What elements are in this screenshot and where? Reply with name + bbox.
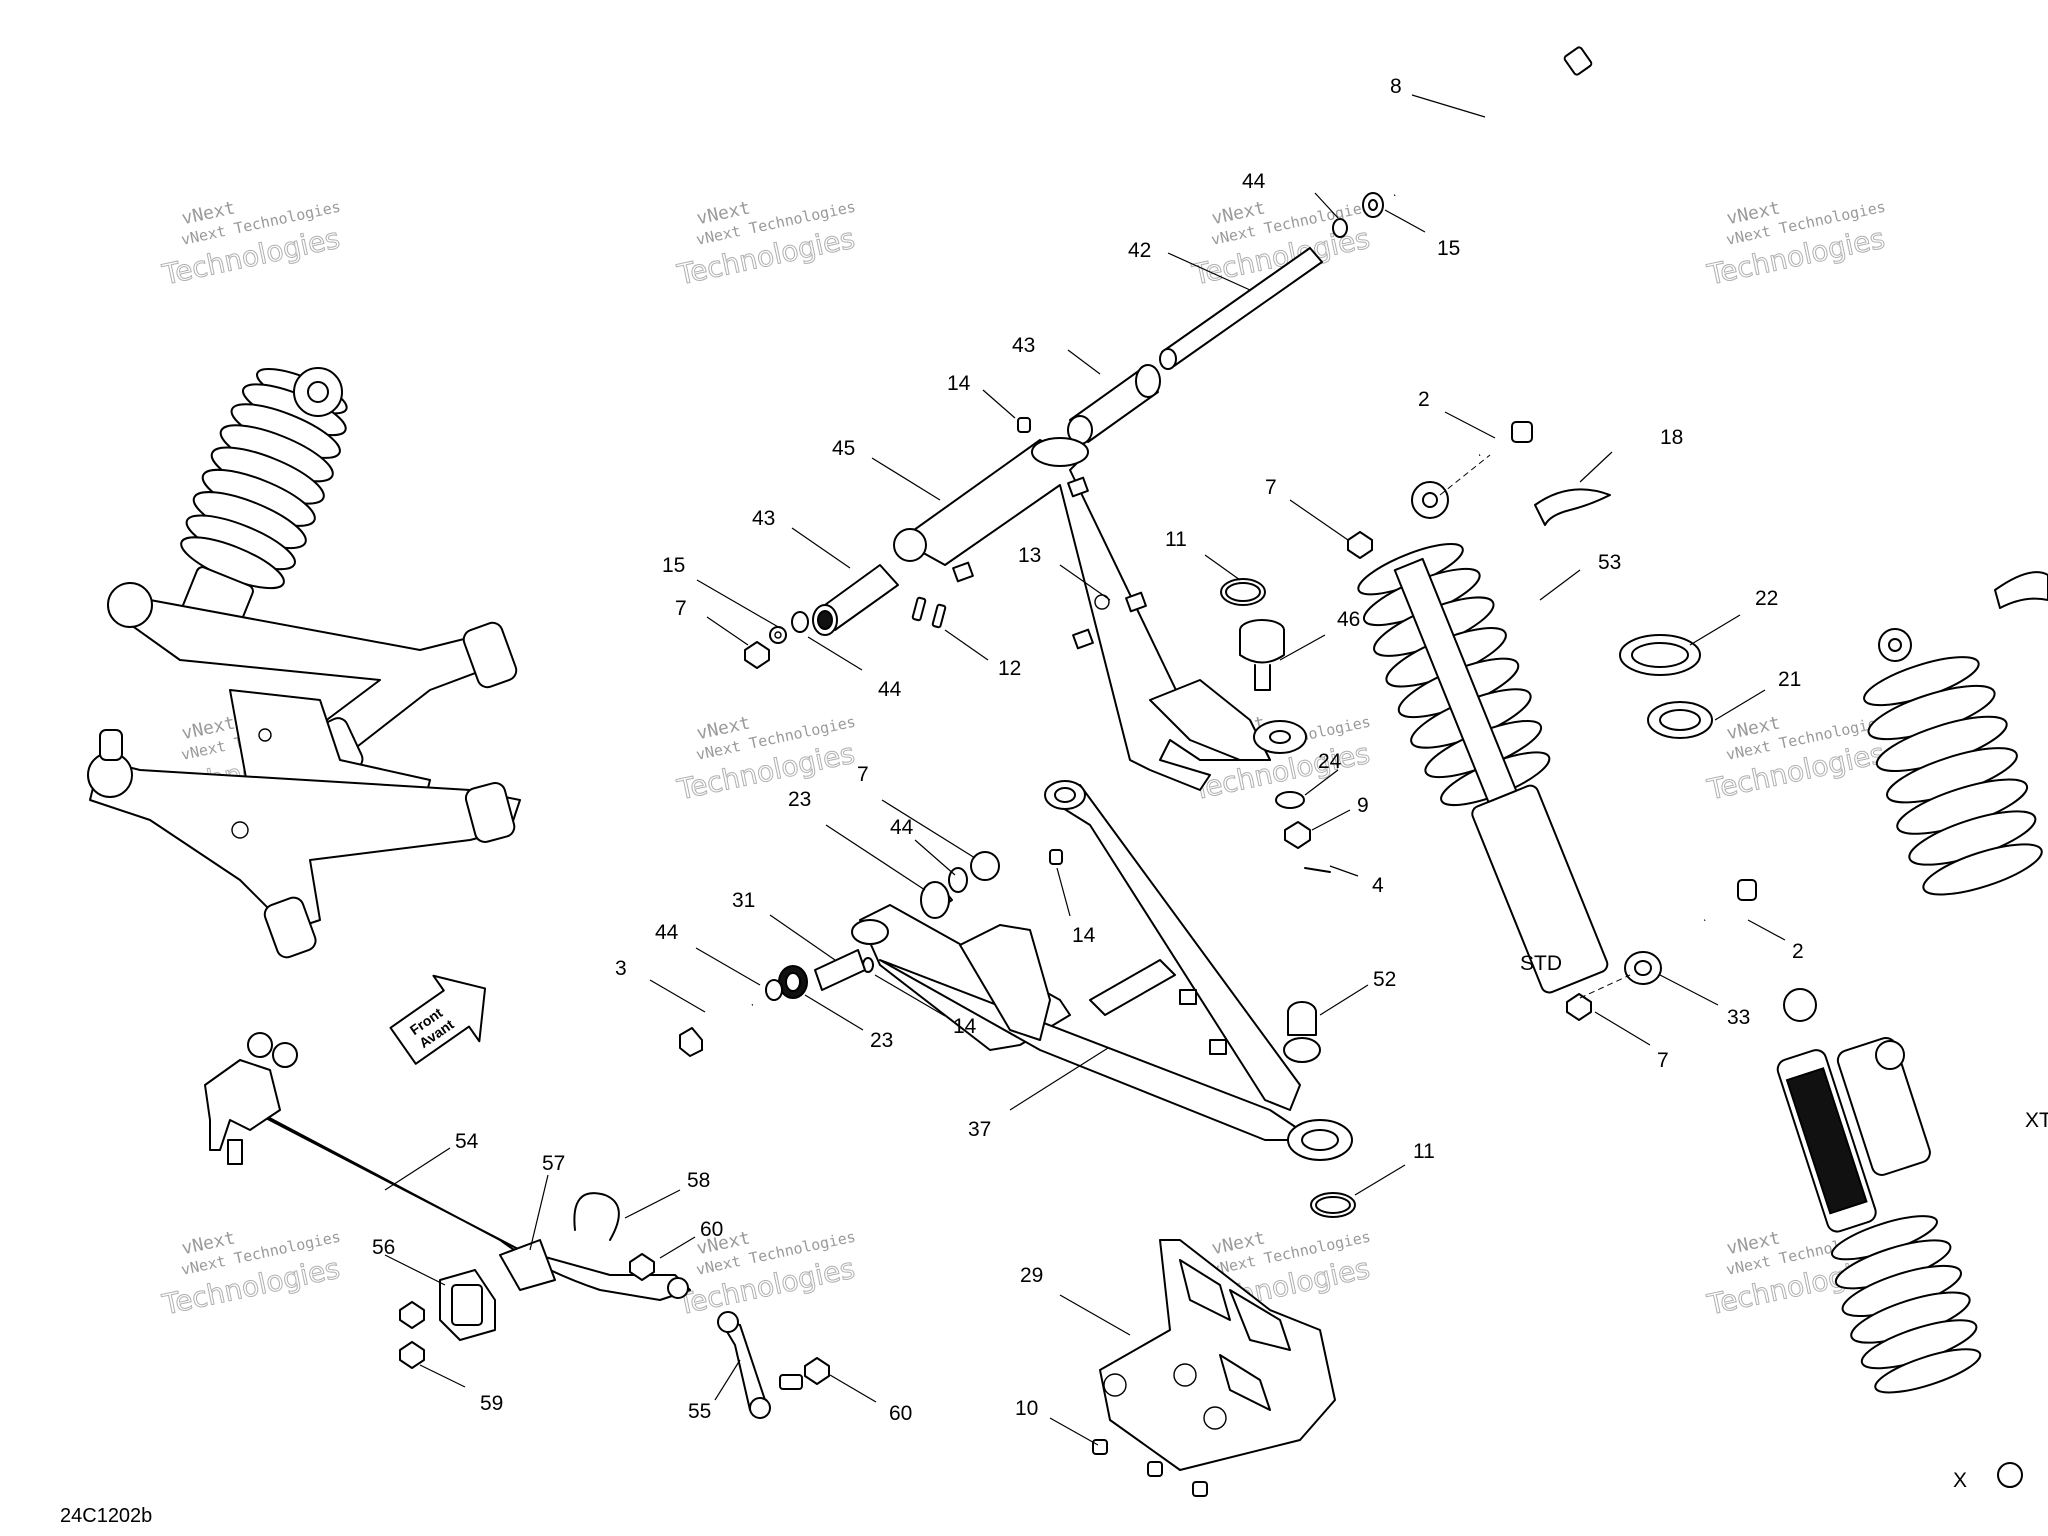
callout-7: 7 (857, 763, 869, 786)
callout-12: 12 (998, 657, 1021, 680)
callout-18: 18 (1660, 426, 1683, 449)
callout-45: 45 (832, 437, 855, 460)
callout-43: 43 (1012, 334, 1035, 357)
callout-55: 55 (688, 1400, 711, 1423)
callout-8: 8 (1390, 75, 1402, 98)
callout-21: 21 (1778, 668, 1801, 691)
callout-44: 44 (1242, 170, 1266, 193)
lower-a-arm-parts (679, 780, 1353, 1161)
watermark: vNext vNext Technologies Technologies (673, 1228, 858, 1323)
callout-52: 52 (1373, 968, 1396, 991)
callout-57: 57 (542, 1152, 565, 1175)
callout-53: 53 (1598, 551, 1621, 574)
callout-54: 54 (455, 1130, 479, 1153)
std-shock-part (1357, 421, 1757, 1021)
callout-33: 33 (1727, 1006, 1750, 1029)
callout-60: 60 (700, 1218, 723, 1241)
assembled-suspension-illustration (87, 367, 521, 959)
watermark: vNext vNext Technologies Technologies (1703, 198, 1888, 293)
callout-7: 7 (1265, 476, 1277, 499)
callout-44: 44 (655, 921, 679, 944)
callout-7: 7 (1657, 1049, 1669, 1072)
watermark: vNext vNext Technologies Technologies (1703, 713, 1888, 808)
callout-23: 23 (788, 788, 811, 811)
callout-14: 14 (947, 372, 971, 395)
callout-7: 7 (675, 597, 687, 620)
watermark: vNext vNext Technologies Technologies (158, 1228, 343, 1323)
front-direction-arrow: Front Avant (389, 974, 487, 1065)
callout-2: 2 (1418, 388, 1430, 411)
callout-14: 14 (1072, 924, 1096, 947)
callout-46: 46 (1337, 608, 1360, 631)
callout-numbers: 8 44 15 42 43 14 45 43 15 7 44 12 13 11 … (372, 75, 2048, 1492)
callout-2: 2 (1792, 940, 1804, 963)
leader-lines (384, 94, 1786, 1446)
label-x: X (1953, 1469, 1967, 1492)
label-std: STD (1520, 952, 1562, 975)
callout-15: 15 (662, 554, 685, 577)
sway-bar-parts (204, 1032, 830, 1419)
callout-58: 58 (687, 1169, 710, 1192)
callout-13: 13 (1018, 544, 1041, 567)
callout-11: 11 (1413, 1140, 1435, 1163)
callout-15: 15 (1437, 237, 1460, 260)
callout-11: 11 (1165, 528, 1187, 551)
callout-14: 14 (953, 1015, 977, 1038)
callout-10: 10 (1015, 1397, 1038, 1420)
skid-plate-part (1092, 1192, 1356, 1497)
watermark: vNext vNext Technologies Technologies (673, 713, 858, 808)
callout-56: 56 (372, 1236, 395, 1259)
label-xt: XT (2025, 1109, 2048, 1132)
callout-42: 42 (1128, 239, 1151, 262)
callout-44: 44 (878, 678, 902, 701)
callout-59: 59 (480, 1392, 503, 1415)
xt-x-shock-parts (1776, 571, 2048, 1488)
callout-9: 9 (1357, 794, 1369, 817)
callout-31: 31 (732, 889, 755, 912)
callout-60: 60 (889, 1402, 912, 1425)
callout-24: 24 (1318, 750, 1342, 773)
callout-23: 23 (870, 1029, 893, 1052)
watermark: vNext vNext Technologies Technologies (673, 198, 858, 293)
callout-22: 22 (1755, 587, 1778, 610)
upper-a-arm-parts (744, 46, 1593, 873)
callout-44: 44 (890, 816, 914, 839)
watermark: vNext vNext Technologies Technologies (158, 198, 343, 293)
reference-code: 24C1202b (60, 1505, 153, 1527)
callout-43: 43 (752, 507, 775, 530)
callout-37: 37 (968, 1118, 991, 1141)
callout-29: 29 (1020, 1264, 1043, 1287)
callout-3: 3 (615, 957, 627, 980)
callout-4: 4 (1372, 874, 1384, 897)
